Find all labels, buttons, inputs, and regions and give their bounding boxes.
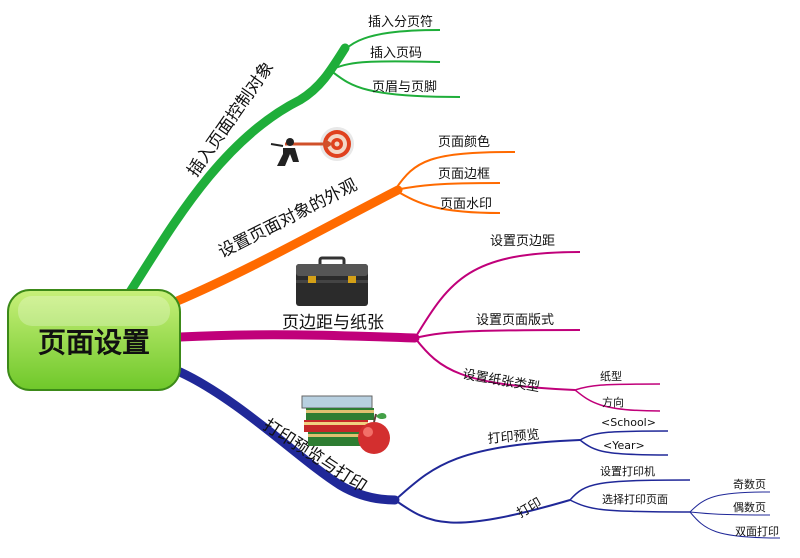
branch-print: 打印预览与打印 打印预览 <School> <Year> 打印 设置打印机 选择… [175, 367, 781, 539]
node-select-pages: 选择打印页面 [602, 492, 668, 506]
edge-magenta-2 [414, 329, 581, 339]
edge-navy-printer [569, 479, 691, 501]
edge-navy-preview [394, 439, 581, 501]
node-insert-page-break: 插入分页符 [368, 14, 433, 30]
node-header-footer: 页眉与页脚 [372, 79, 437, 95]
root-box [7, 289, 181, 391]
node-set-printer: 设置打印机 [600, 464, 655, 478]
edge-navy-school [579, 430, 669, 441]
node-set-layout: 设置页面版式 [476, 313, 554, 328]
books-apple-icon [301, 395, 390, 454]
edge-magenta-1 [414, 251, 581, 339]
edge-orange-1 [394, 151, 516, 191]
branch-green-trunk [125, 43, 350, 297]
edge-green-2 [329, 60, 441, 71]
node-page-watermark: 页面水印 [440, 197, 492, 212]
branch-margins-paper: 页边距与纸张 设置页边距 设置页面版式 设置纸张类型 纸型 方向 [175, 234, 661, 412]
edge-magenta-4 [574, 383, 661, 391]
edge-navy-print [394, 499, 571, 524]
node-school: <School> [601, 416, 656, 429]
edge-orange-2 [394, 182, 501, 191]
edge-navy-duplex [689, 511, 781, 539]
root-highlight [18, 296, 170, 326]
node-print-preview: 打印预览 [487, 427, 540, 447]
node-even-pages: 偶数页 [733, 501, 766, 514]
edge-green-1 [329, 29, 441, 71]
node-orientation: 方向 [602, 395, 624, 409]
edge-navy-year [579, 439, 669, 456]
node-odd-pages: 奇数页 [733, 478, 766, 491]
edge-navy-even [689, 511, 771, 516]
node-page-color: 页面颜色 [438, 134, 490, 150]
branch-magenta-trunk [175, 330, 420, 343]
briefcase-icon [296, 256, 368, 306]
root-node[interactable]: 页面设置 [7, 289, 181, 391]
root-label: 页面设置 [38, 326, 150, 359]
branch-label-margins-paper: 页边距与纸张 [282, 313, 384, 333]
node-page-border: 页面边框 [438, 167, 490, 182]
node-paper-size: 纸型 [600, 369, 622, 383]
branch-navy-trunk [175, 367, 400, 505]
target-archer-icon [270, 127, 354, 166]
node-insert-page-number: 插入页码 [370, 46, 422, 61]
node-set-paper-type: 设置纸张类型 [461, 367, 540, 395]
branch-orange-trunk [170, 185, 403, 307]
node-set-margins: 设置页边距 [490, 234, 555, 249]
edge-orange-3 [394, 189, 501, 214]
edge-navy-select [569, 499, 691, 513]
edge-green-3 [329, 69, 461, 98]
edge-magenta-3 [414, 337, 576, 391]
node-year: <Year> [603, 439, 645, 452]
node-print: 打印 [515, 495, 545, 521]
edge-navy-odd [689, 491, 771, 513]
edge-magenta-5 [574, 389, 661, 412]
node-duplex: 双面打印 [735, 524, 779, 538]
